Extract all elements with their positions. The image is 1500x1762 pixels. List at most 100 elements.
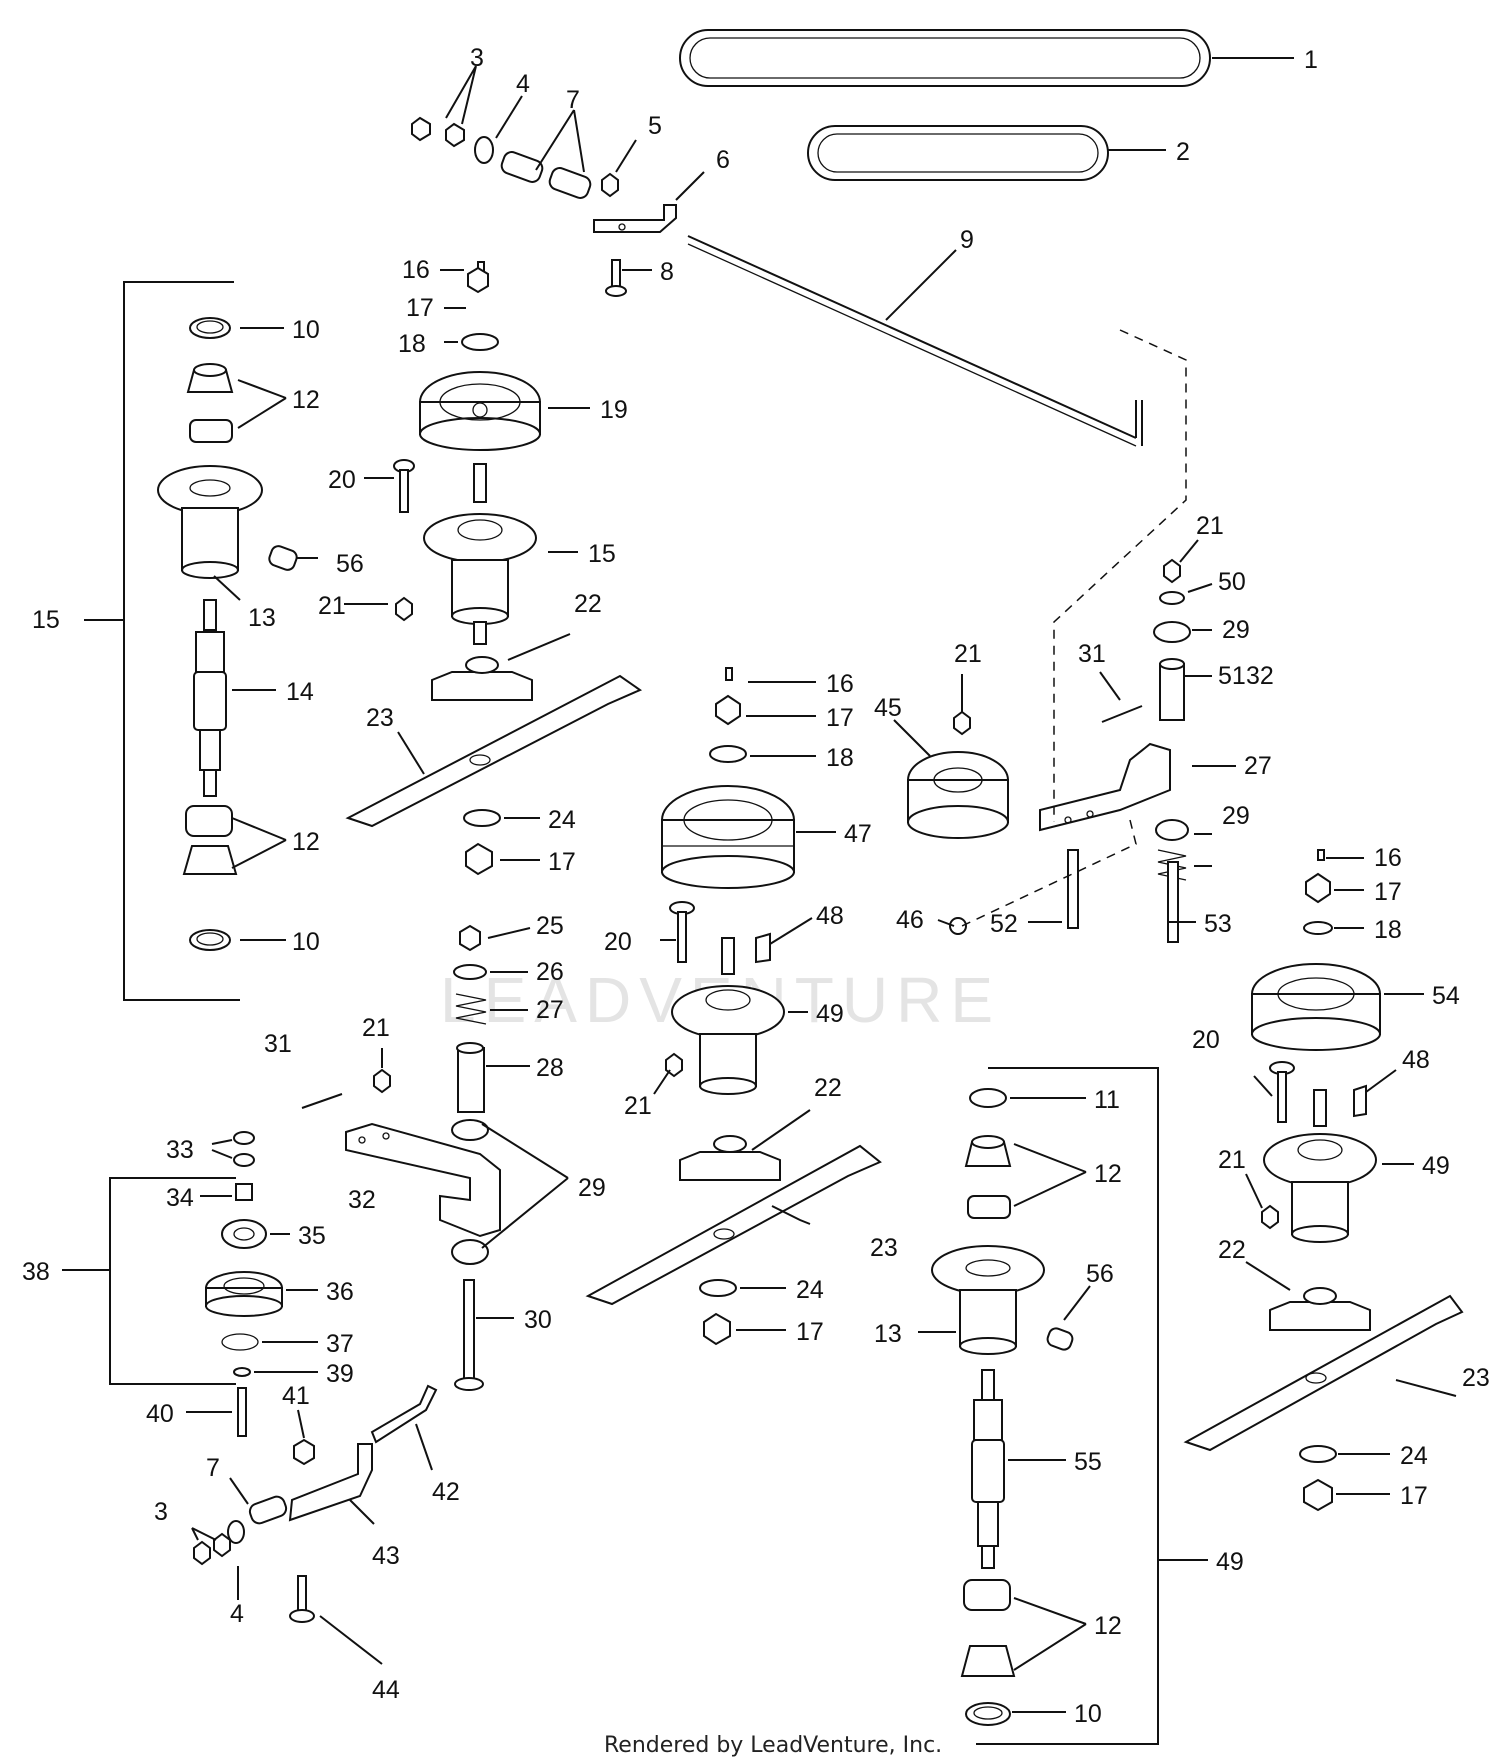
belt-large <box>679 29 1211 87</box>
callout-19: 19 <box>600 396 628 424</box>
callout-17-e: 17 <box>1374 878 1402 906</box>
callout-40: 40 <box>146 1400 174 1428</box>
callout-27-b: 27 <box>1244 752 1272 780</box>
bracket-15-left <box>123 281 240 1001</box>
callout-49-c: 49 <box>1216 1548 1244 1576</box>
callout-21-c: 21 <box>1196 512 1224 540</box>
callout-7-bottom: 7 <box>206 1454 220 1482</box>
callout-17-a: 17 <box>406 294 434 322</box>
callout-36: 36 <box>326 1278 354 1306</box>
callout-16-c: 16 <box>1374 844 1402 872</box>
callout-55: 55 <box>1074 1448 1102 1476</box>
callout-31-a: 31 <box>264 1030 292 1058</box>
callout-51: 51 <box>1218 662 1246 690</box>
callout-17-f: 17 <box>1400 1482 1428 1510</box>
callout-53: 53 <box>1204 910 1232 938</box>
callout-49-a: 49 <box>816 1000 844 1028</box>
callout-21-a: 21 <box>318 592 346 620</box>
callout-12-a: 12 <box>292 386 320 414</box>
belt-small <box>807 125 1109 181</box>
callout-18-b: 18 <box>826 744 854 772</box>
callout-15-left: 15 <box>32 606 60 634</box>
callout-8: 8 <box>660 258 674 286</box>
callout-32-a: 32 <box>348 1186 376 1214</box>
callout-23-a: 23 <box>366 704 394 732</box>
callout-41: 41 <box>282 1382 310 1410</box>
callout-13-a: 13 <box>248 604 276 632</box>
callout-45: 45 <box>874 694 902 722</box>
callout-39: 39 <box>326 1360 354 1388</box>
callout-37: 37 <box>326 1330 354 1358</box>
callout-21-e: 21 <box>624 1092 652 1120</box>
callout-10-mid: 10 <box>292 928 320 956</box>
callout-48-a: 48 <box>816 902 844 930</box>
callout-21-f: 21 <box>1218 1146 1246 1174</box>
callout-27-a: 27 <box>536 996 564 1024</box>
callout-32-b: 32 <box>1246 662 1274 690</box>
callout-24-b: 24 <box>796 1276 824 1304</box>
callout-24-c: 24 <box>1400 1442 1428 1470</box>
callout-17-c: 17 <box>826 704 854 732</box>
callout-22-b: 22 <box>814 1074 842 1102</box>
callout-3-bottom: 3 <box>154 1498 168 1526</box>
footer-credit: Rendered by LeadVenture, Inc. <box>604 1733 942 1758</box>
callout-20-c: 20 <box>1192 1026 1220 1054</box>
callout-20-b: 20 <box>604 928 632 956</box>
callout-20-a: 20 <box>328 466 356 494</box>
callout-23-c: 23 <box>1462 1364 1490 1392</box>
callout-labels: 1 2 3 4 5 6 7 8 9 10 10 10 11 12 12 12 1… <box>22 44 1490 1728</box>
callout-23-b: 23 <box>870 1234 898 1262</box>
callout-33: 33 <box>166 1136 194 1164</box>
callout-29-b: 29 <box>1222 616 1250 644</box>
callout-35: 35 <box>298 1222 326 1250</box>
callout-25: 25 <box>536 912 564 940</box>
callout-49-b: 49 <box>1422 1152 1450 1180</box>
idler-kit-bottom-left <box>193 1131 438 1623</box>
bracket-49-bottom <box>976 1067 1159 1745</box>
callout-5: 5 <box>648 112 662 140</box>
callout-56-a: 56 <box>336 550 364 578</box>
callout-52: 52 <box>990 910 1018 938</box>
callout-18-c: 18 <box>1374 916 1402 944</box>
callout-48-b: 48 <box>1402 1046 1430 1074</box>
spindle-assembly-center <box>585 667 882 1346</box>
callout-29-a: 29 <box>578 1174 606 1202</box>
callout-47: 47 <box>844 820 872 848</box>
callout-6: 6 <box>716 146 730 174</box>
leader-lines <box>186 57 1457 1713</box>
callout-4-bottom: 4 <box>230 1600 244 1628</box>
callout-12-c: 12 <box>1094 1160 1122 1188</box>
bracket-38 <box>109 1177 236 1385</box>
callout-29-c: 29 <box>1222 802 1250 830</box>
callout-10-top: 10 <box>292 316 320 344</box>
top-tensioner-hardware <box>411 116 1143 447</box>
callout-26: 26 <box>536 958 564 986</box>
callout-9: 9 <box>960 226 974 254</box>
callout-34: 34 <box>166 1184 194 1212</box>
callout-4: 4 <box>516 70 530 98</box>
callout-11: 11 <box>1094 1086 1120 1114</box>
tensioner-arm-left <box>301 924 501 1391</box>
tensioner-arm-right <box>1039 558 1191 943</box>
callout-18-a: 18 <box>398 330 426 358</box>
callout-30: 30 <box>524 1306 552 1334</box>
callout-1: 1 <box>1304 46 1318 74</box>
callout-21-d: 21 <box>362 1014 390 1042</box>
spindle-assembly-left-exploded <box>157 317 413 951</box>
callout-46: 46 <box>896 906 924 934</box>
callout-17-d: 17 <box>796 1318 824 1346</box>
callout-7: 7 <box>566 86 580 114</box>
callout-12-b: 12 <box>292 828 320 856</box>
callout-50: 50 <box>1218 568 1246 596</box>
callout-56-b: 56 <box>1086 1260 1114 1288</box>
callout-2: 2 <box>1176 138 1190 166</box>
callout-12-d: 12 <box>1094 1612 1122 1640</box>
callout-14: 14 <box>286 678 314 706</box>
callout-38: 38 <box>22 1258 50 1286</box>
callout-24-a: 24 <box>548 806 576 834</box>
spindle-assembly-right <box>1183 849 1464 1512</box>
callout-44: 44 <box>372 1676 400 1704</box>
callout-28: 28 <box>536 1054 564 1082</box>
spindle-assembly-center-left <box>345 261 643 876</box>
